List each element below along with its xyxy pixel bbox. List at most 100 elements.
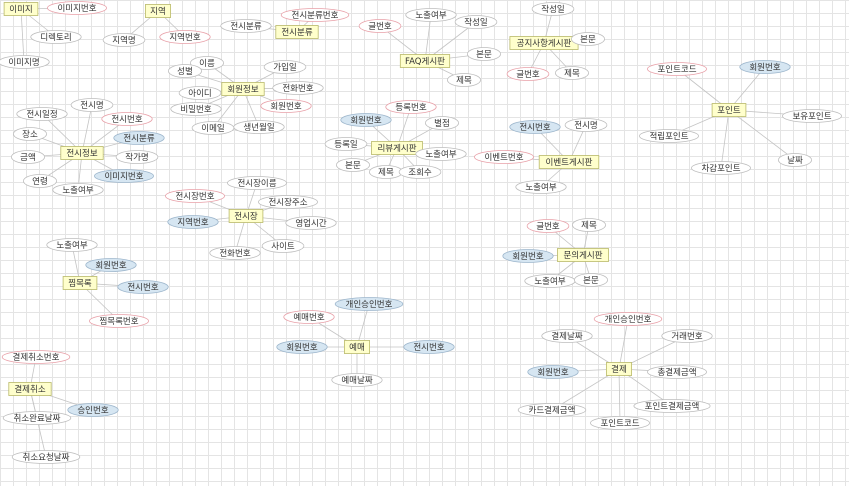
entity-reservation[interactable]: 예매	[343, 340, 370, 354]
attribute-mem-joined[interactable]: 가입일	[263, 60, 307, 74]
attribute-mem-name[interactable]: 이름	[189, 56, 224, 70]
attribute-vn-region[interactable]: 지역번호	[167, 215, 219, 229]
attribute-pm-point-amt[interactable]: 포인트결제금액	[633, 399, 711, 413]
attribute-bm-exhibit[interactable]: 전시번호	[117, 280, 169, 294]
attribute-ex-name[interactable]: 전시명	[70, 98, 114, 112]
attribute-ev-name[interactable]: 전시명	[564, 118, 608, 132]
attribute-rs-approval[interactable]: 개인승인번호	[334, 297, 404, 311]
attribute-rs-id[interactable]: 예매번호	[283, 310, 335, 324]
attribute-cn-done[interactable]: 취소완료날짜	[2, 411, 72, 425]
attribute-faq-writer[interactable]: 작성일	[454, 15, 498, 29]
attribute-rs-exhibit[interactable]: 전시번호	[403, 340, 455, 354]
attribute-directory[interactable]: 디렉토리	[30, 30, 82, 44]
entity-review[interactable]: 리뷰게시판	[371, 141, 423, 155]
attribute-vn-hours[interactable]: 영업시간	[285, 216, 337, 230]
attribute-rs-member[interactable]: 회원번호	[276, 340, 328, 354]
attribute-ex-expose[interactable]: 노출여부	[52, 183, 104, 197]
attribute-iq-body[interactable]: 본문	[574, 273, 609, 287]
attribute-mem-email[interactable]: 이메일	[191, 121, 235, 135]
entity-exhibit-category[interactable]: 전시분류	[275, 25, 319, 39]
attribute-faq-post[interactable]: 글번호	[358, 19, 402, 33]
attribute-vn-site[interactable]: 사이트	[261, 239, 305, 253]
entity-exhibition[interactable]: 전시정보	[60, 146, 104, 160]
attribute-rv-score[interactable]: 별점	[424, 116, 459, 130]
entity-faq[interactable]: FAQ게시판	[399, 54, 451, 68]
attribute-rs-date[interactable]: 예매날짜	[331, 373, 383, 387]
attribute-vn-phone[interactable]: 전화번호	[209, 246, 261, 260]
attribute-cat-id[interactable]: 전시분류번호	[280, 8, 350, 22]
entity-venue[interactable]: 전시장	[228, 209, 264, 223]
attribute-mem-gender[interactable]: 성별	[167, 64, 202, 78]
attribute-mem-birth[interactable]: 생년월일	[233, 120, 285, 134]
attribute-ex-price[interactable]: 금액	[10, 150, 46, 164]
attribute-faq-expose[interactable]: 노출여부	[405, 8, 457, 22]
entity-bookmark[interactable]: 찜목록	[62, 276, 98, 290]
attribute-rv-title[interactable]: 제목	[368, 165, 403, 179]
attribute-pt-member[interactable]: 회원번호	[739, 60, 791, 74]
attribute-ev-exhibit[interactable]: 전시번호	[509, 120, 561, 134]
attribute-iq-post[interactable]: 글번호	[526, 219, 570, 233]
attribute-region-name[interactable]: 지역명	[102, 33, 146, 47]
entity-region[interactable]: 지역	[144, 4, 171, 18]
entity-point[interactable]: 포인트	[711, 103, 747, 117]
attribute-rv-body[interactable]: 본문	[335, 158, 370, 172]
attribute-bm-member[interactable]: 회원번호	[85, 258, 137, 272]
attribute-ex-cat[interactable]: 전시분류	[113, 131, 165, 145]
attribute-pt-code[interactable]: 포인트코드	[647, 62, 707, 76]
attribute-pm-total[interactable]: 총결제금액	[647, 365, 707, 379]
attribute-cn-approval[interactable]: 승인번호	[67, 403, 119, 417]
attribute-mem-phone[interactable]: 전화번호	[272, 81, 324, 95]
attribute-vn-name[interactable]: 전시장이름	[227, 176, 287, 190]
entity-notice[interactable]: 공지사항게시판	[509, 36, 579, 50]
entity-event[interactable]: 이벤트게시판	[538, 155, 600, 169]
attribute-faq-body[interactable]: 본문	[466, 47, 501, 61]
attribute-ex-image[interactable]: 이미지번호	[94, 169, 154, 183]
attribute-pt-hold[interactable]: 보유포인트	[782, 109, 842, 123]
attribute-vn-addr[interactable]: 전시장주소	[258, 195, 318, 209]
entity-member[interactable]: 회원정보	[221, 82, 265, 96]
attribute-mem-id[interactable]: 회원번호	[260, 99, 312, 113]
attribute-pm-point-code[interactable]: 포인트코드	[590, 416, 650, 430]
attribute-rv-regdate[interactable]: 등록일	[324, 137, 368, 151]
attribute-pm-date[interactable]: 결제날짜	[541, 329, 593, 343]
entity-cancel[interactable]: 결제취소	[8, 382, 52, 396]
attribute-mem-userid[interactable]: 아이디	[178, 86, 222, 100]
attribute-notice-title[interactable]: 제목	[555, 66, 590, 80]
attribute-rv-expose[interactable]: 노출여부	[415, 147, 467, 161]
attribute-rv-post[interactable]: 등록번호	[385, 100, 437, 114]
attribute-ev-expose[interactable]: 노출여부	[515, 180, 567, 194]
attribute-pm-tx[interactable]: 거래번호	[661, 329, 713, 343]
attribute-mem-pw[interactable]: 비밀번호	[170, 102, 222, 116]
attribute-iq-expose[interactable]: 노출여부	[524, 274, 576, 288]
attribute-iq-title[interactable]: 제목	[572, 218, 607, 232]
attribute-faq-title[interactable]: 제목	[446, 73, 481, 87]
attribute-cat-cls[interactable]: 전시분류	[220, 19, 272, 33]
attribute-bm-expose[interactable]: 노출여부	[46, 238, 98, 252]
attribute-ev-id[interactable]: 이벤트번호	[474, 150, 534, 164]
attribute-pm-approval[interactable]: 개인승인번호	[593, 312, 663, 326]
attribute-pt-date[interactable]: 날짜	[778, 153, 813, 167]
attribute-ex-age[interactable]: 연령	[22, 174, 58, 188]
attribute-ex-period[interactable]: 전시일정	[16, 107, 68, 121]
attribute-pt-deduct[interactable]: 차감포인트	[691, 161, 751, 175]
attribute-iq-member[interactable]: 회원번호	[502, 249, 554, 263]
attribute-rv-views[interactable]: 조회수	[398, 165, 442, 179]
attribute-region-id[interactable]: 지역번호	[159, 30, 211, 44]
entity-inquiry[interactable]: 문의게시판	[557, 248, 609, 262]
attribute-bm-id[interactable]: 찜목록번호	[89, 314, 149, 328]
attribute-image-id[interactable]: 이미지번호	[47, 1, 107, 15]
entity-image[interactable]: 이미지	[3, 2, 39, 16]
attribute-vn-id[interactable]: 전시장번호	[165, 189, 225, 203]
attribute-image-name[interactable]: 이미지명	[0, 55, 50, 69]
attribute-cn-req[interactable]: 취소요청날짜	[11, 450, 81, 464]
attribute-rv-member[interactable]: 회원번호	[340, 113, 392, 127]
attribute-ex-id[interactable]: 전시번호	[101, 112, 153, 126]
attribute-pt-earn[interactable]: 적립포인트	[639, 129, 699, 143]
attribute-ex-artist[interactable]: 작가명	[115, 150, 159, 164]
attribute-pm-card[interactable]: 카드결제금액	[517, 403, 587, 417]
attribute-notice-body[interactable]: 본문	[571, 32, 606, 46]
attribute-notice-post[interactable]: 글번호	[506, 67, 550, 81]
attribute-pm-member[interactable]: 회원번호	[527, 365, 579, 379]
entity-payment[interactable]: 결제	[606, 362, 633, 376]
attribute-cn-id[interactable]: 결제취소번호	[1, 350, 71, 364]
